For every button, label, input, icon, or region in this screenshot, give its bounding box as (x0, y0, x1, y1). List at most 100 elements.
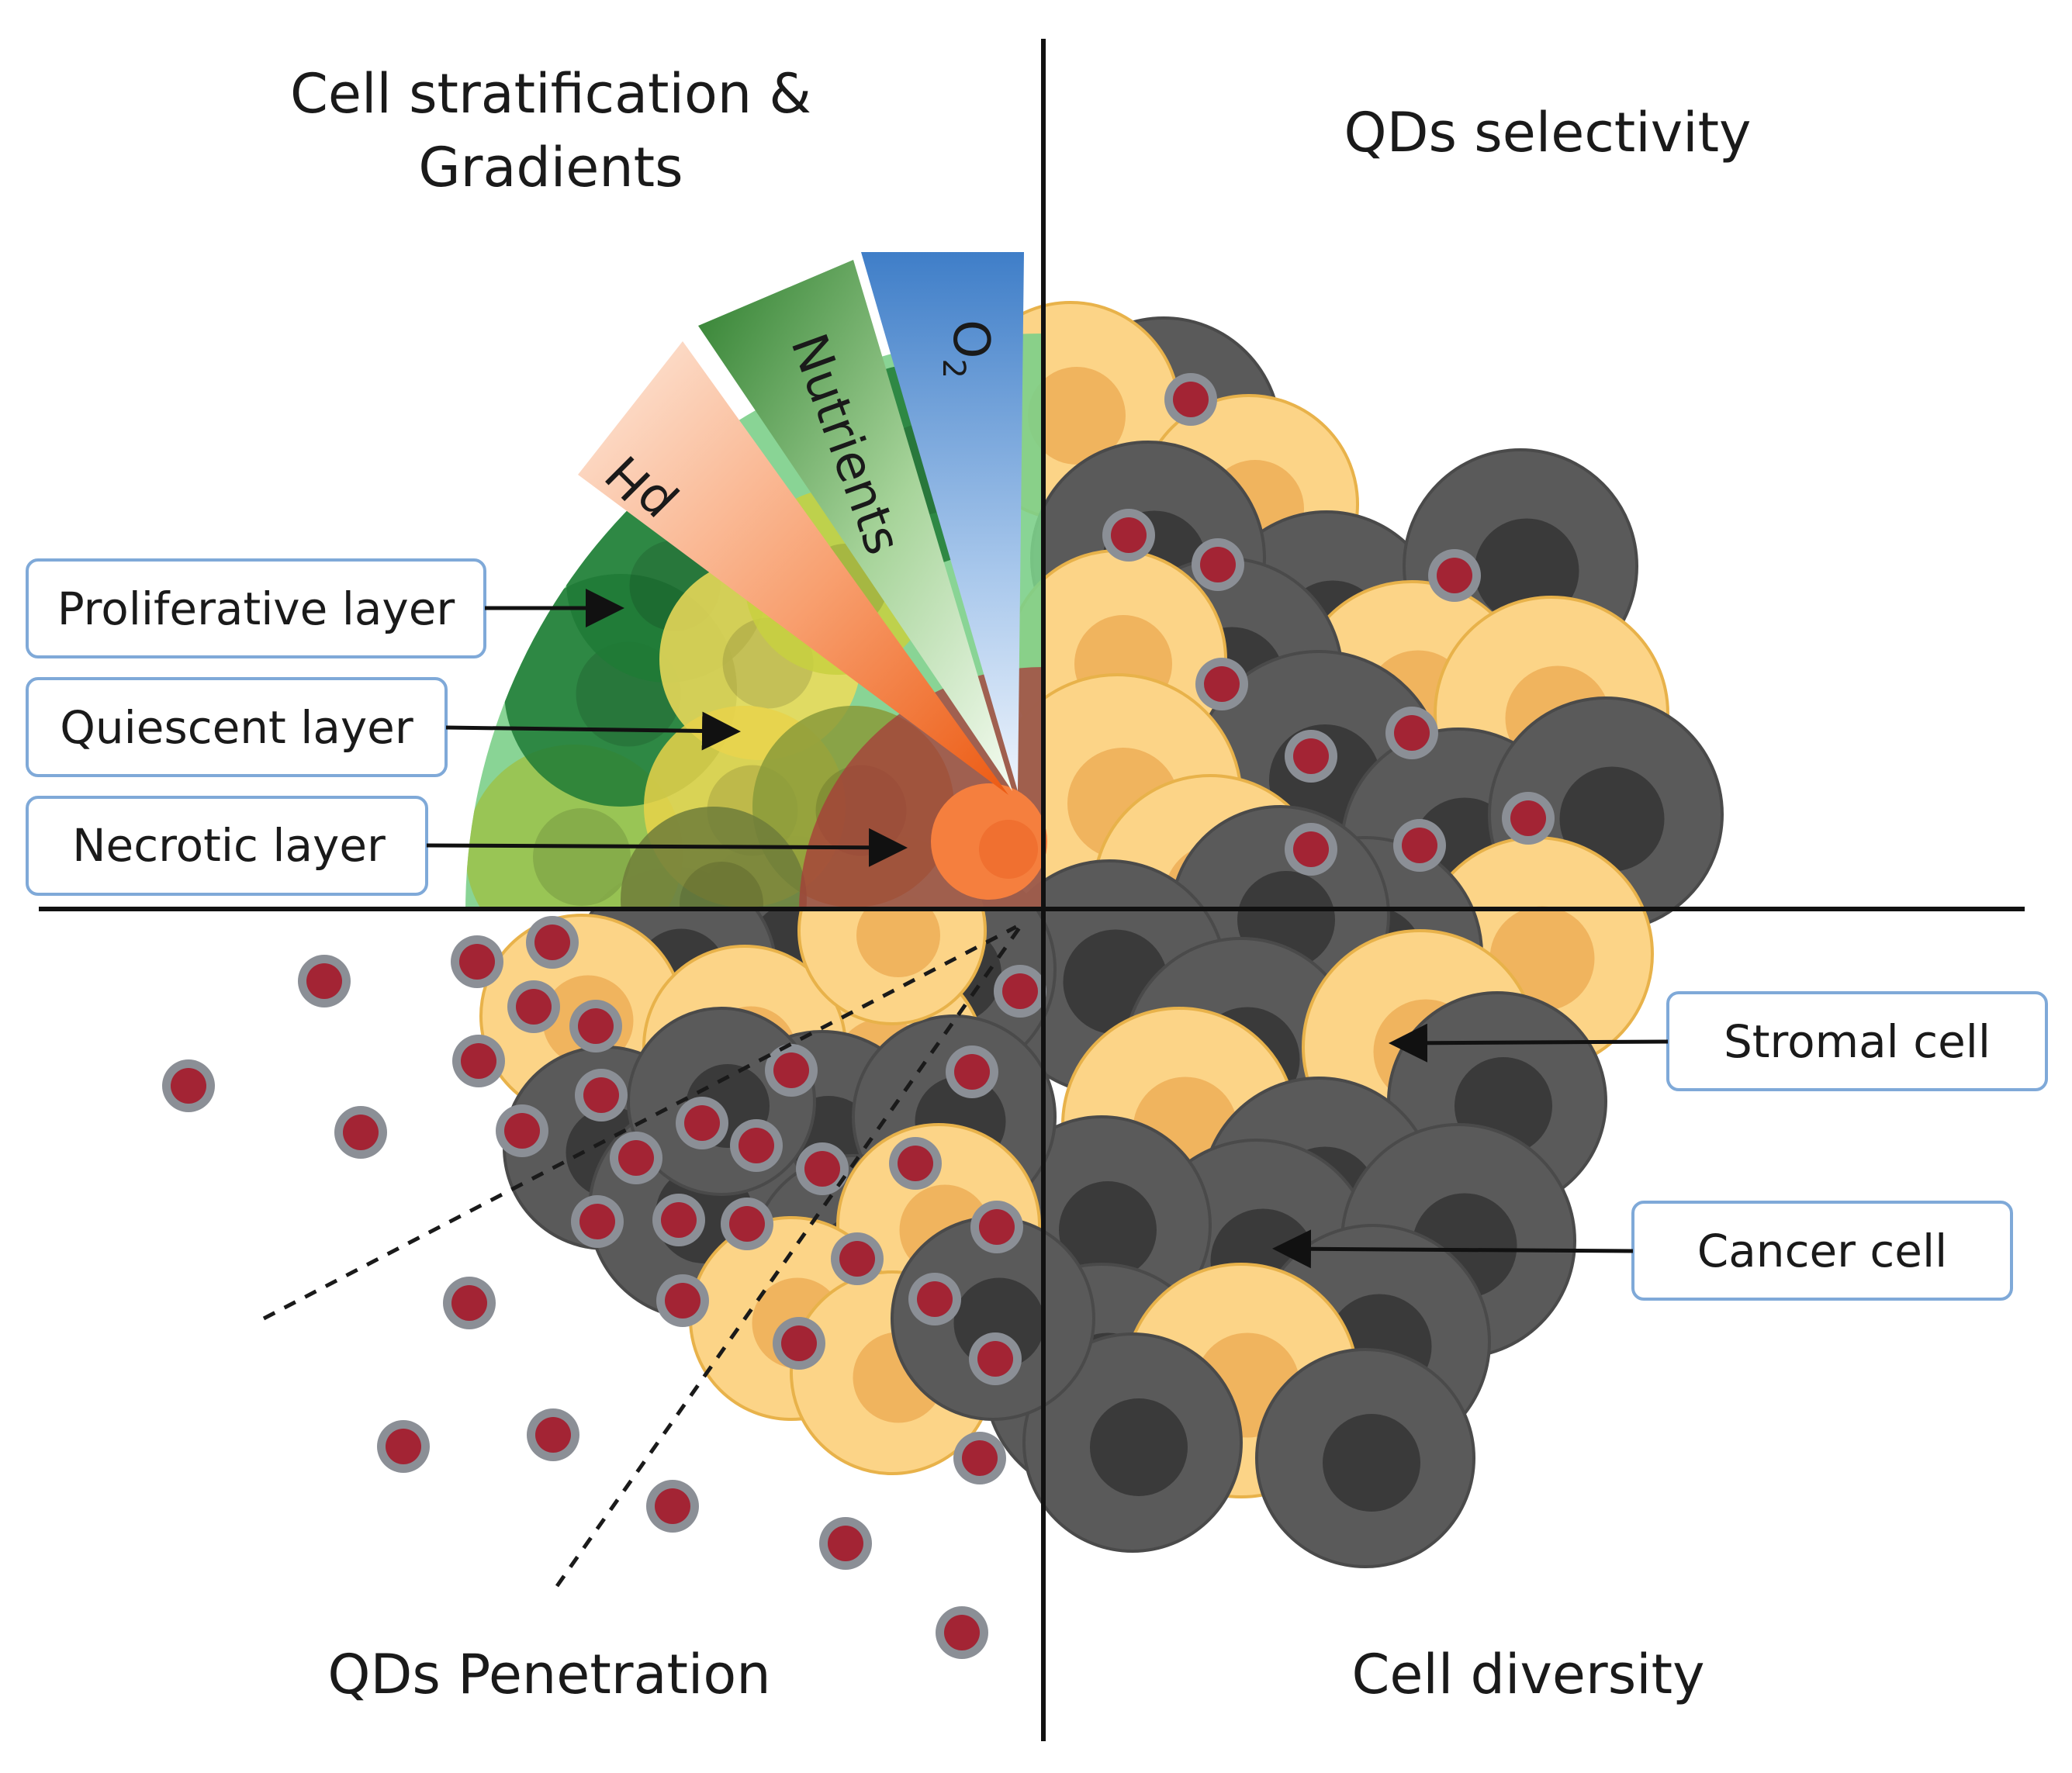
qd-core (306, 963, 342, 999)
label-text-proliferative: Proliferative layer (57, 582, 455, 635)
quantum-dot (1102, 509, 1155, 562)
qd-core (386, 1429, 421, 1464)
oxygen-wedge (861, 252, 1024, 791)
label-text-quiescent: Quiescent layer (60, 701, 413, 754)
qd-core (1111, 517, 1147, 553)
label-text-cancer: Cancer cell (1697, 1225, 1947, 1277)
quantum-dot (334, 1106, 387, 1159)
qd-core (1200, 547, 1236, 582)
label-quiescent: Quiescent layer (26, 677, 741, 777)
quantum-dot (1428, 549, 1481, 602)
qd-core (804, 1151, 840, 1187)
quantum-dot (571, 1195, 624, 1248)
quantum-dot (526, 916, 579, 969)
qd-core (839, 1241, 875, 1277)
qd-core (1204, 666, 1240, 702)
quantum-dot (527, 1408, 579, 1461)
quantum-dot (908, 1273, 961, 1325)
arrow-stromal (1389, 1023, 1669, 1063)
quiescent-cell (621, 807, 807, 911)
quantum-dot (676, 1097, 728, 1149)
quantum-dot (1195, 658, 1248, 710)
quantum-dot (1285, 823, 1337, 876)
nutrients-wedge (698, 260, 1012, 791)
arrow-cancer (1272, 1229, 1634, 1269)
qd-core (781, 1325, 817, 1361)
cell-nucleus (1028, 367, 1126, 465)
qd-core (1173, 382, 1209, 417)
penetration-lines (262, 925, 1022, 1588)
qd-core (578, 1008, 614, 1044)
quantum-dot (936, 1606, 988, 1659)
quantum-dot (610, 1132, 662, 1184)
cell-nucleus (856, 893, 940, 977)
cell-nucleus (533, 808, 631, 906)
qd-core (1437, 558, 1472, 593)
cell-nucleus (1559, 766, 1665, 872)
qd-core (729, 1206, 765, 1242)
quantum-dot (443, 1277, 496, 1329)
quantum-dot (889, 1137, 942, 1190)
qd-core (661, 1202, 697, 1238)
cell-nucleus (680, 862, 763, 911)
label-box-quiescent (26, 677, 448, 777)
qd-core (1002, 973, 1038, 1009)
qd-core (534, 925, 570, 960)
quantum-dot (496, 1104, 548, 1157)
quantum-dot (773, 1317, 825, 1370)
quantum-dot (765, 1044, 818, 1097)
qd-core (504, 1113, 540, 1149)
quantum-dot (298, 955, 351, 1007)
cell-body (621, 807, 807, 911)
quantum-dot (451, 935, 503, 988)
quantum-dot (1385, 707, 1438, 759)
quantum-dot (953, 1432, 1006, 1484)
qd-core (665, 1283, 700, 1319)
qd-core (655, 1488, 690, 1524)
qd-core (773, 1052, 809, 1088)
qd-core (1394, 715, 1430, 751)
qd-core (583, 1077, 619, 1113)
title-gradients: Gradients (418, 136, 683, 199)
title-cell-diversity: Cell diversity (1351, 1643, 1704, 1706)
quadrant-axes (39, 39, 2025, 1741)
qd-core (977, 1341, 1013, 1377)
quantum-dot (507, 980, 560, 1033)
qd-core (535, 1417, 571, 1453)
cancer-cell (1255, 1348, 1475, 1568)
label-necrotic: Necrotic layer (26, 796, 908, 896)
label-text-stromal: Stromal cell (1724, 1015, 1991, 1068)
qd-core (898, 1146, 933, 1181)
quantum-dot (575, 1069, 628, 1122)
qd-core (1402, 828, 1437, 863)
quantum-dot (1502, 792, 1555, 845)
qd-core (516, 989, 552, 1025)
quantum-dot (721, 1198, 773, 1250)
quantum-dot (831, 1232, 884, 1285)
title-qds-selectivity: QDs selectivity (1344, 101, 1752, 164)
qd-core (917, 1281, 953, 1317)
label-stromal: Stromal cell (1389, 991, 2048, 1091)
arrow-necrotic (426, 828, 908, 867)
label-cancer: Cancer cell (1272, 1201, 2013, 1301)
qd-core (962, 1440, 998, 1476)
qd-core (461, 1043, 496, 1079)
quantum-dot (1285, 730, 1337, 783)
quantum-dot (946, 1045, 998, 1098)
quantum-dot (452, 1035, 505, 1087)
quantum-dot (656, 1274, 709, 1327)
qd-core (1293, 738, 1329, 774)
cell-nucleus (1059, 1181, 1157, 1279)
label-box-stromal (1666, 991, 2048, 1091)
qd-core (459, 944, 495, 980)
quantum-dot (969, 1332, 1022, 1385)
quantum-dot (646, 1480, 699, 1533)
quantum-dot (796, 1142, 849, 1195)
qd-core (579, 1204, 615, 1239)
quantum-dot (569, 1000, 622, 1052)
qd-core (1510, 800, 1546, 836)
quantum-dot (1393, 819, 1446, 872)
penetration-line-2 (555, 925, 1022, 1588)
quantum-dot (1192, 538, 1244, 591)
